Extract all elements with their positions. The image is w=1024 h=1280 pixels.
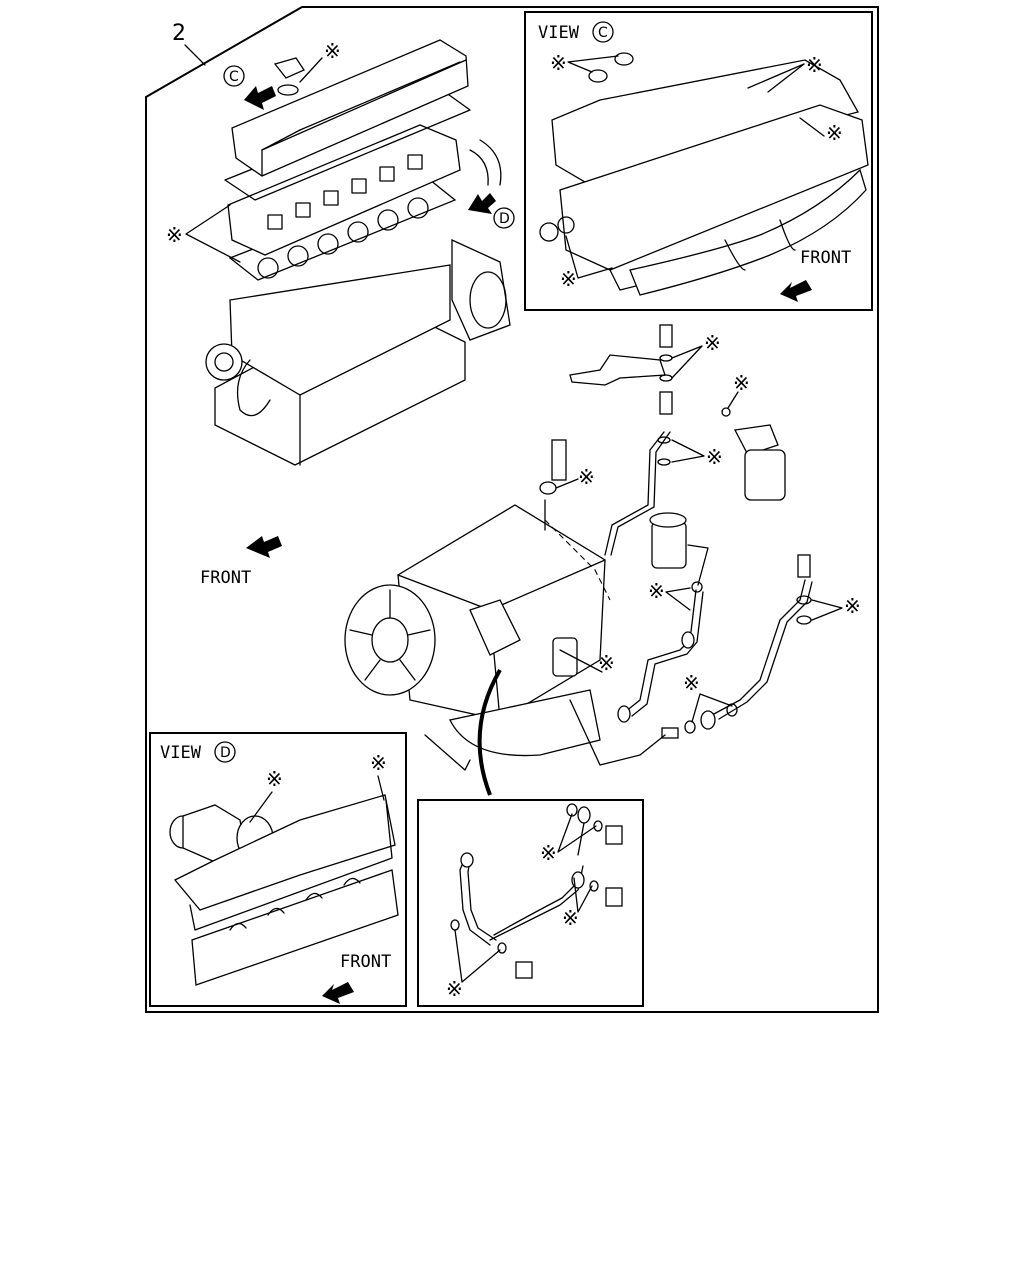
view-c-title: VIEW: [538, 23, 580, 43]
view-c-front-arrow-icon: [780, 280, 812, 302]
view-c-front-label: FRONT: [800, 248, 851, 268]
lower-engine: [344, 504, 611, 796]
front-label: FRONT: [200, 568, 251, 588]
washer-marker: ※: [683, 671, 700, 695]
washer-marker: ※: [648, 579, 665, 603]
gasket-marker: ※: [266, 767, 283, 791]
view-d-inset: VIEW D ※ ※ FRONT: [149, 732, 407, 1007]
view-d-marker-letter: D: [499, 211, 510, 227]
main-fuel-filter: [721, 407, 786, 501]
injector: [539, 439, 567, 531]
washer-marker: ※: [540, 841, 557, 865]
view-c-marker-circle: [223, 65, 245, 87]
o-ring-marker: ※: [550, 51, 567, 75]
view-c-letter: C: [598, 25, 608, 41]
reference-leader: [184, 44, 206, 66]
view-d-arrow-icon: [468, 193, 496, 214]
view-d-marker-circle: [493, 207, 515, 229]
outer-frame: [145, 6, 879, 1013]
view-c-marker-letter: C: [229, 69, 239, 85]
washer-marker: ※: [598, 651, 615, 675]
view-d-front-label: FRONT: [340, 952, 391, 972]
washer-marker: ※: [706, 445, 723, 469]
gasket-marker: ※: [166, 223, 183, 247]
fuel-filter: [649, 512, 687, 569]
washer-marker: ※: [446, 977, 463, 1001]
gasket-marker: ※: [324, 39, 341, 63]
fuel-bracket: [569, 324, 673, 415]
washer-marker: ※: [704, 331, 721, 355]
gasket-marker: ※: [826, 121, 843, 145]
washer-marker: ※: [562, 906, 579, 930]
view-d-title: VIEW: [160, 743, 202, 763]
reference-number: 2: [172, 21, 186, 46]
fuel-pipe: [604, 431, 665, 556]
washer-marker: ※: [844, 594, 861, 618]
view-d-letter: D: [220, 745, 231, 761]
view-d-front-arrow-icon: [322, 982, 354, 1004]
harness-inset: ※ ※ ※: [417, 799, 644, 1007]
view-c-arrow-icon: [244, 86, 276, 110]
engine-top-assembly: [205, 39, 511, 466]
injector-seal-marker: ※: [578, 465, 595, 489]
gasket-marker: ※: [560, 267, 577, 291]
front-arrow-icon: [246, 536, 282, 558]
seal-marker: ※: [806, 53, 823, 77]
view-c-inset: VIEW C ※ ※ ※ ※ FRONT: [524, 11, 873, 311]
gasket-marker: ※: [370, 751, 387, 775]
o-ring-marker: ※: [733, 371, 750, 395]
